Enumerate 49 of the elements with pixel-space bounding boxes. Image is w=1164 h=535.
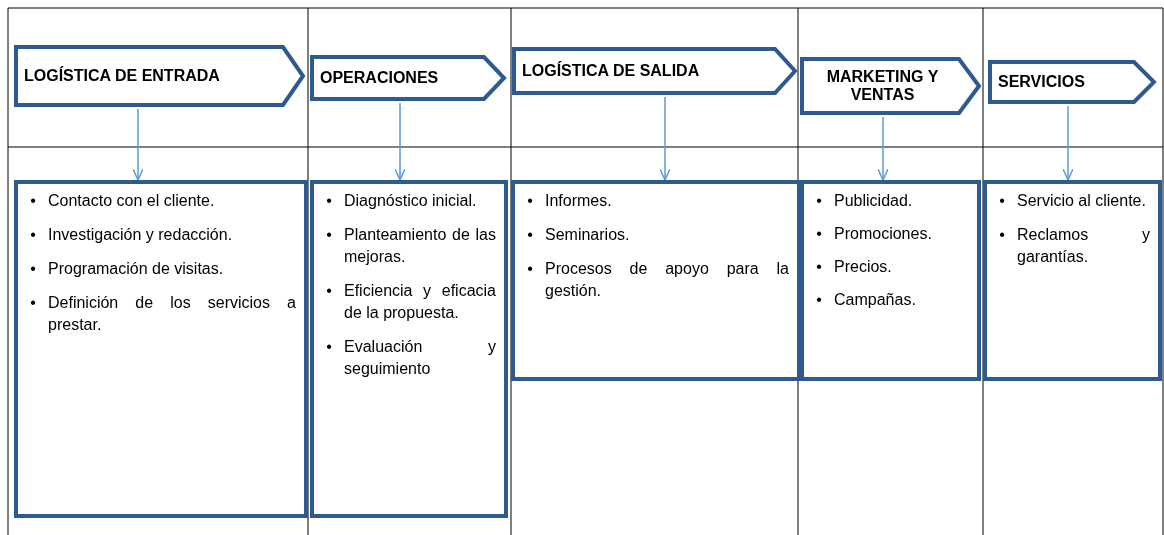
bullet-marker: • — [29, 259, 37, 279]
bullet-marker: • — [998, 191, 1006, 211]
list-item: Contacto con el cliente. — [48, 191, 216, 211]
activity-box — [511, 180, 801, 381]
arrow — [132, 108, 144, 181]
activity-box — [800, 180, 981, 381]
stage-title: OPERACIONES — [320, 69, 440, 87]
activity-box — [310, 180, 508, 518]
list-item: Evaluación y seguimiento — [344, 337, 496, 379]
list-item: Informes. — [545, 191, 613, 211]
list-item: Diagnóstico inicial. — [344, 191, 478, 211]
list-item: Investigación y redacción. — [48, 225, 234, 245]
list-item: Programación de visitas. — [48, 259, 225, 279]
stage-title: MARKETING Y VENTAS — [825, 68, 940, 104]
list-item: Procesos de apoyo para la gestión. — [545, 259, 789, 301]
list-item: Campañas. — [834, 290, 917, 310]
bullet-marker: • — [325, 191, 333, 211]
list-item: Planteamiento de las mejoras. — [344, 225, 496, 267]
stage-title: LOGÍSTICA DE SALIDA — [522, 62, 701, 80]
list-item: Promociones. — [834, 224, 933, 244]
bullet-marker: • — [325, 337, 333, 357]
list-item: Seminarios. — [545, 225, 631, 245]
bullet-marker: • — [815, 257, 823, 277]
arrow — [1062, 105, 1074, 181]
list-item: Eficiencia y eficacia de la propuesta. — [344, 281, 496, 323]
list-item: Definición de los servicios a prestar. — [48, 293, 296, 335]
arrow — [394, 102, 406, 181]
list-item: Publicidad. — [834, 191, 914, 211]
bullet-marker: • — [29, 225, 37, 245]
bullet-marker: • — [815, 224, 823, 244]
arrow — [877, 116, 889, 181]
stage-title: SERVICIOS — [998, 73, 1086, 91]
bullet-marker: • — [526, 191, 534, 211]
activity-box — [14, 180, 308, 518]
bullet-marker: • — [998, 225, 1006, 245]
bullet-marker: • — [325, 225, 333, 245]
bullet-marker: • — [29, 191, 37, 211]
bullet-marker: • — [526, 225, 534, 245]
bullet-marker: • — [815, 290, 823, 310]
arrow — [659, 96, 671, 181]
list-item: Servicio al cliente. — [1017, 191, 1147, 211]
bullet-marker: • — [29, 293, 37, 313]
stage-title: LOGÍSTICA DE ENTRADA — [24, 67, 221, 85]
bullet-marker: • — [815, 191, 823, 211]
activity-box — [983, 180, 1162, 381]
bullet-marker: • — [325, 281, 333, 301]
list-item: Precios. — [834, 257, 893, 277]
bullet-marker: • — [526, 259, 534, 279]
list-item: Reclamos y garantías. — [1017, 225, 1150, 267]
